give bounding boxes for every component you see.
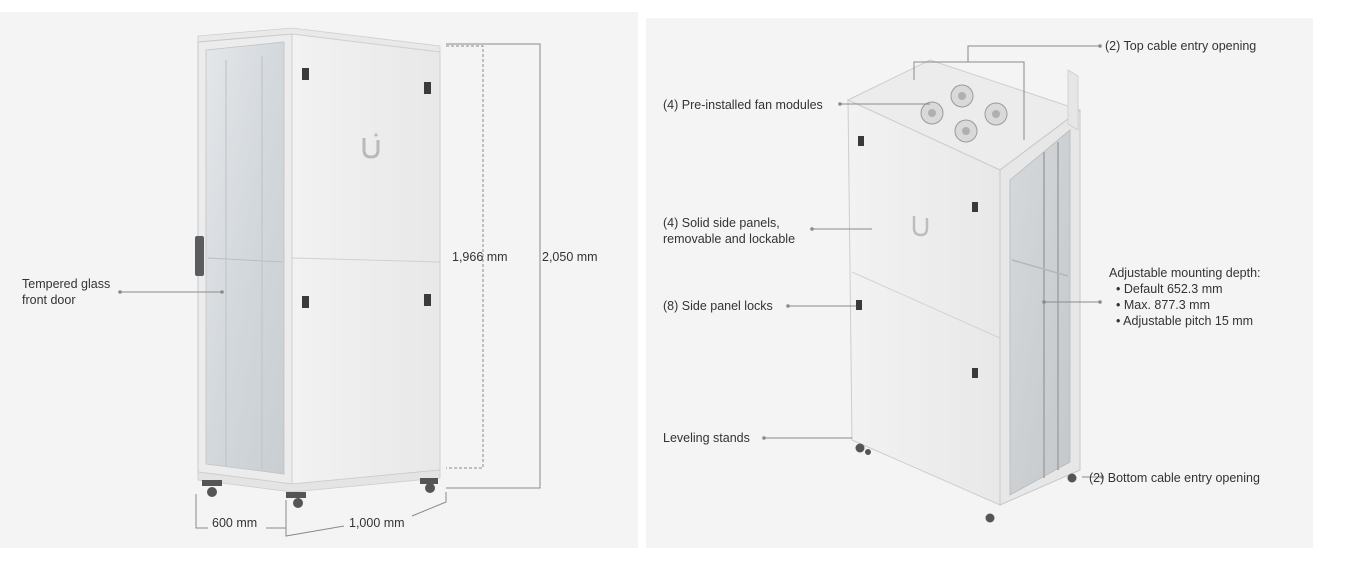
depth-dimension: 1,000 mm bbox=[349, 516, 405, 530]
total-height-dimension: 2,050 mm bbox=[542, 250, 598, 264]
front-door-label-line2: front door bbox=[22, 293, 76, 307]
side-panel-locks-label: (8) Side panel locks bbox=[663, 299, 773, 313]
left-dimension-lines bbox=[195, 43, 541, 537]
front-door-label-line1: Tempered glass bbox=[22, 277, 111, 291]
mounting-depth-item: • Adjustable pitch 15 mm bbox=[1116, 314, 1254, 328]
front-door-leader bbox=[118, 290, 224, 294]
mounting-depth-title: Adjustable mounting depth: bbox=[1109, 266, 1261, 280]
left-rack bbox=[195, 27, 441, 508]
fan-modules-label: (4) Pre-installed fan modules bbox=[663, 98, 823, 112]
front-door-label: Tempered glass front door bbox=[22, 276, 110, 308]
right-leader-lines bbox=[764, 45, 1102, 478]
side-panels-label: (4) Solid side panels, removable and loc… bbox=[663, 215, 795, 247]
side-panels-label-line2: removable and lockable bbox=[663, 232, 796, 246]
width-dimension: 600 mm bbox=[212, 516, 258, 530]
side-panels-label-line1: (4) Solid side panels, bbox=[663, 216, 780, 230]
top-cable-entry-label: (2) Top cable entry opening bbox=[1105, 39, 1257, 53]
leveling-stands-label: Leveling stands bbox=[663, 431, 750, 445]
bottom-cable-entry-label: (2) Bottom cable entry opening bbox=[1089, 471, 1260, 485]
mounting-depth-pitch: Adjustable pitch 15 mm bbox=[1123, 314, 1254, 328]
leader-dots bbox=[762, 44, 1104, 479]
mounting-depth-default: Default 652.3 mm bbox=[1123, 282, 1223, 296]
mounting-depth-block: Adjustable mounting depth: • Default 652… bbox=[1109, 265, 1261, 329]
body-height-dimension: 1,966 mm bbox=[452, 250, 508, 264]
mounting-depth-item: • Default 652.3 mm bbox=[1116, 282, 1223, 296]
mounting-depth-max: Max. 877.3 mm bbox=[1123, 298, 1210, 312]
right-rack bbox=[846, 59, 1082, 523]
mounting-depth-item: • Max. 877.3 mm bbox=[1116, 298, 1210, 312]
